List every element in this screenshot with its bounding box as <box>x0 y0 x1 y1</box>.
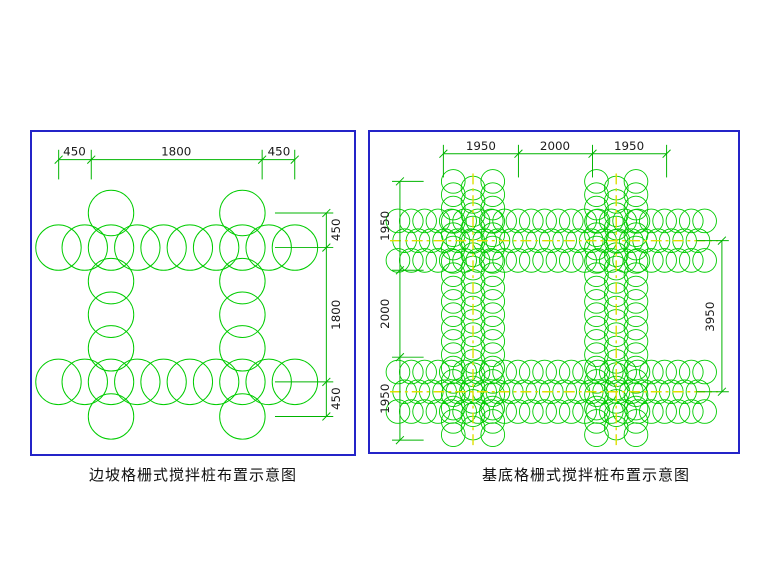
right-dimension-labels: 1950 2000 1950 1950 2000 1950 3950 <box>378 139 717 414</box>
dim-label: 450 <box>63 145 86 159</box>
base-pile-diagram-panel: 1950 2000 1950 1950 2000 1950 3950 <box>368 130 740 454</box>
dim-label: 450 <box>329 218 343 241</box>
base-pile-diagram: 1950 2000 1950 1950 2000 1950 3950 <box>378 139 729 449</box>
right-top-dimension-lines <box>439 144 671 178</box>
base-diagram-caption: 基底格栅式搅拌桩布置示意图 <box>482 468 691 484</box>
dim-label: 3950 <box>703 302 717 332</box>
slope-pile-diagram-panel: 450 1800 450 450 1800 450 <box>30 130 356 456</box>
dim-label: 2000 <box>378 299 392 329</box>
dim-label: 450 <box>268 145 291 159</box>
centerlines <box>390 173 718 449</box>
dim-label: 1800 <box>329 300 343 330</box>
dim-label: 1800 <box>161 145 191 159</box>
dim-label: 1950 <box>378 211 392 241</box>
pile-circles <box>35 189 319 440</box>
slope-pile-diagram: 450 1800 450 450 1800 450 <box>35 145 343 440</box>
left-side-dimension-lines <box>274 208 334 421</box>
right-overall-dimension-lines <box>696 236 729 397</box>
pile-circles <box>385 169 717 448</box>
right-left-dimension-lines <box>392 177 424 445</box>
dim-label: 1950 <box>378 384 392 414</box>
dim-label: 450 <box>329 387 343 410</box>
left-top-dimension-lines <box>54 149 300 180</box>
dim-label: 2000 <box>540 139 570 153</box>
left-dimension-labels: 450 1800 450 450 1800 450 <box>63 145 343 410</box>
slope-diagram-caption: 边坡格栅式搅拌桩布置示意图 <box>88 468 297 484</box>
dim-label: 1950 <box>466 139 496 153</box>
dim-label: 1950 <box>614 139 644 153</box>
